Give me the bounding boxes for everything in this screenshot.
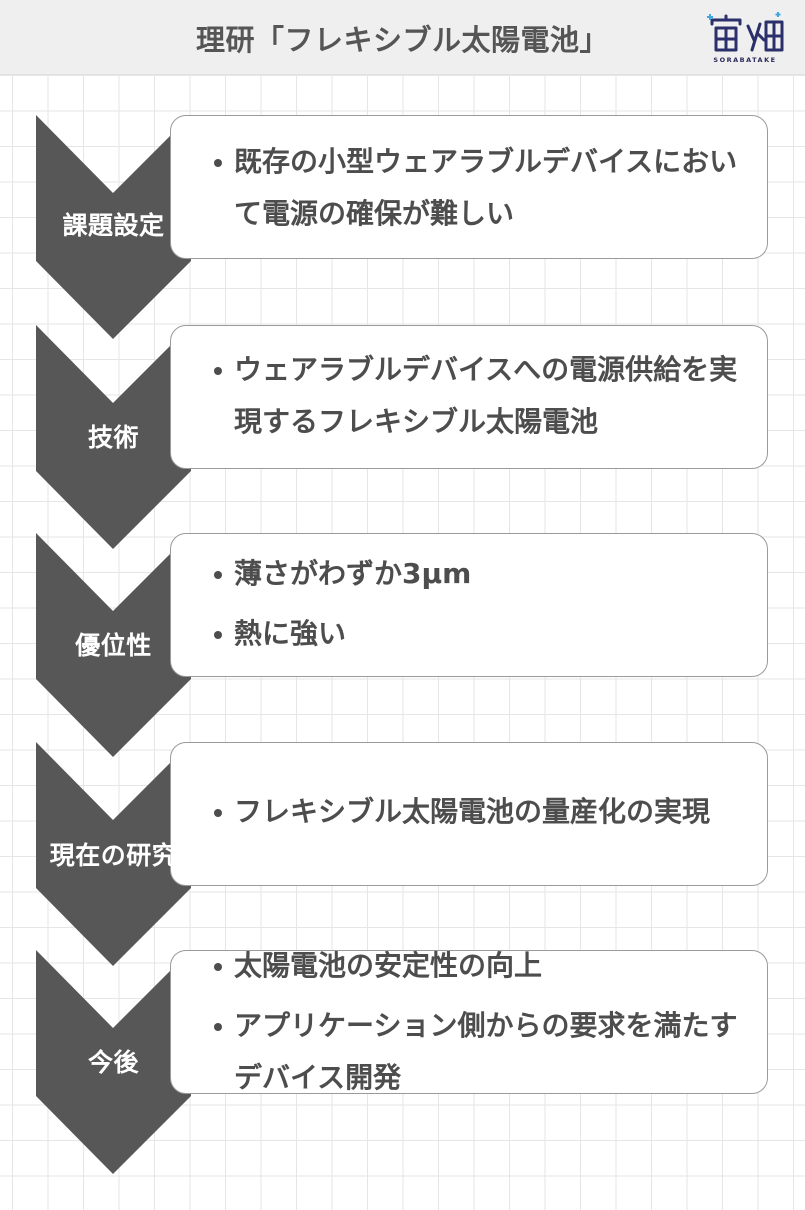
- bullet-item: 既存の小型ウェアラブルデバイスにおいて電源の確保が難しい: [214, 136, 759, 240]
- flow-step: 課題設定: [0, 115, 805, 345]
- bullet-item: 熱に強い: [214, 608, 759, 660]
- bullet-dot-icon: [214, 809, 222, 817]
- chevron-arrow-shape: [36, 115, 191, 339]
- step-label: 今後: [87, 1048, 139, 1077]
- bullet-text: 既存の小型ウェアラブルデバイスにおいて電源の確保が難しい: [234, 145, 738, 230]
- bullet-text: 太陽電池の安定性の向上: [234, 949, 543, 982]
- chevron-arrow: [36, 950, 191, 1174]
- flow-step: 現在の研究: [0, 742, 805, 972]
- flow-step: 技術: [0, 325, 805, 555]
- bullet-text: フレキシブル太陽電池の量産化の実現: [234, 795, 711, 828]
- bullet-text: 熱に強い: [234, 617, 347, 650]
- bullet-item: ウェアラブルデバイスへの電源供給を実現するフレキシブル太陽電池: [214, 344, 759, 448]
- chevron-arrow: [36, 533, 191, 757]
- bullet-dot-icon: [214, 963, 222, 971]
- bullet-text: アプリケーション側からの要求を満たすデバイス開発: [234, 1009, 738, 1094]
- header: 理研「フレキシブル太陽電池」 SORABATAKE: [0, 0, 805, 75]
- step-label: 技術: [87, 423, 139, 452]
- bullet-dot-icon: [214, 1023, 222, 1031]
- logo-mark-icon: [707, 12, 784, 52]
- bullet-item: フレキシブル太陽電池の量産化の実現: [214, 786, 759, 838]
- description-card: [170, 950, 768, 1094]
- description-card: [170, 325, 768, 469]
- chevron-arrow: [36, 742, 191, 966]
- sorabatake-logo: SORABATAKE: [704, 10, 786, 66]
- chevron-arrow-shape: [36, 325, 191, 549]
- chevron-arrow: [36, 325, 191, 549]
- bullet-item: アプリケーション側からの要求を満たすデバイス開発: [214, 1000, 759, 1104]
- bullet-text: ウェアラブルデバイスへの電源供給を実現するフレキシブル太陽電池: [234, 353, 738, 438]
- chevron-arrow-shape: [36, 533, 191, 757]
- logo-subtext: SORABATAKE: [713, 56, 777, 64]
- bullet-text: 薄さがわずか3µm: [234, 557, 472, 590]
- step-label: 優位性: [75, 631, 152, 660]
- description-card: [170, 742, 768, 886]
- flow-step: 優位性: [0, 533, 805, 763]
- bullet-dot-icon: [214, 631, 222, 639]
- bullet-item: 薄さがわずか3µm: [214, 548, 759, 600]
- bullet-dot-icon: [214, 159, 222, 167]
- bullet-dot-icon: [214, 571, 222, 579]
- description-card: [170, 533, 768, 677]
- step-label: 課題設定: [62, 211, 165, 240]
- chevron-arrow: [36, 115, 191, 339]
- chevron-arrow-shape: [36, 950, 191, 1174]
- step-label: 現在の研究: [49, 841, 178, 870]
- flow-step: 今後: [0, 950, 805, 1180]
- bullet-dot-icon: [214, 367, 222, 375]
- page-title: 理研「フレキシブル太陽電池」: [195, 23, 609, 57]
- bullet-item: 太陽電池の安定性の向上: [214, 940, 759, 992]
- chevron-arrow-shape: [36, 742, 191, 966]
- description-card: [170, 115, 768, 259]
